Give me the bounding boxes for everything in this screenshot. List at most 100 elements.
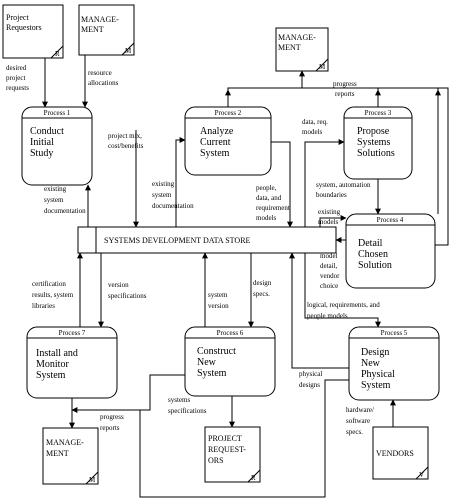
flow-label-data-req-models: data, req. models [302, 118, 328, 136]
process-name-line: Conduct [30, 126, 64, 137]
process-name-line: Current [200, 137, 231, 148]
svg-text:physical: physical [299, 370, 322, 378]
svg-text:boundaries: boundaries [316, 191, 347, 199]
process-5[interactable]: Process 5 Design New Physical System [348, 326, 440, 401]
flow-arrow-logical-req [304, 253, 381, 328]
svg-text:vendor: vendor [320, 272, 340, 280]
svg-text:desired: desired [6, 64, 27, 72]
entity-label-line: REQUEST- [208, 445, 246, 454]
flow-arrow-existing-models [319, 215, 347, 227]
svg-text:specs.: specs. [253, 290, 270, 298]
svg-text:models: models [256, 214, 276, 222]
svg-text:people,: people, [256, 184, 277, 192]
entity-label-line: MANAGE- [278, 33, 316, 42]
process-header: Process 3 [365, 109, 392, 117]
entity-label-line: ORS [208, 456, 224, 465]
svg-text:system, automation: system, automation [316, 181, 371, 189]
flow-label-progress-reports-bottom: progress reports [100, 413, 124, 432]
flow-label-certification: certification results, system libraries [32, 280, 74, 310]
entity-label-line: MENT [278, 43, 301, 52]
svg-text:requests: requests [6, 84, 29, 92]
process-name-line: Solution [358, 260, 392, 271]
process-name-line: System [200, 148, 230, 159]
entity-label-line: MANAGE- [81, 15, 119, 24]
entity-project-requestors-bottom[interactable]: PROJECT REQUEST- ORS R [204, 426, 261, 483]
data-store[interactable]: SYSTEMS DEVELOPMENT DATA STORE [77, 226, 337, 254]
svg-text:data, and: data, and [256, 194, 282, 202]
svg-text:progress: progress [100, 413, 124, 421]
process-name-line: Solutions [357, 148, 395, 159]
entity-management-bottom[interactable]: MANAGE- MENT M [42, 427, 99, 485]
entity-code: R [251, 474, 256, 482]
process-1[interactable]: Process 1 Conduct Initial Study [21, 106, 93, 186]
flow-label-system-version: system version [208, 291, 229, 310]
process-name-line: Study [30, 148, 53, 159]
svg-text:allocations: allocations [88, 79, 119, 87]
svg-text:existing: existing [318, 208, 341, 216]
svg-text:results, system: results, system [32, 291, 74, 299]
flow-arrow-existing-doc-p2 [175, 137, 186, 227]
entity-code: R [55, 50, 60, 58]
svg-text:libraries: libraries [32, 302, 55, 310]
svg-text:design: design [253, 279, 272, 287]
svg-text:project mix,: project mix, [108, 132, 142, 140]
flow-labels: desired project requests resource alloca… [6, 64, 380, 436]
entity-label-line: MENT [46, 449, 69, 458]
entity-label-line: MANAGE- [46, 438, 84, 447]
process-header: Process 4 [377, 216, 404, 224]
entity-management-top-left[interactable]: MANAGE- MENT M [78, 4, 135, 56]
svg-text:detail,: detail, [320, 262, 338, 270]
entity-code: M [89, 476, 96, 484]
svg-text:existing: existing [44, 185, 67, 193]
flow-label-design-specs: design specs. [253, 279, 272, 298]
svg-text:cost/benefits: cost/benefits [108, 142, 144, 150]
process-header: Process 7 [59, 329, 86, 337]
svg-text:version: version [208, 302, 229, 310]
entity-label-line: Requestors [6, 23, 42, 32]
flow-label-existing-models: existing models [318, 208, 341, 226]
flow-arrow-physical-designs [289, 252, 349, 369]
svg-text:progress: progress [333, 80, 357, 88]
flow-label-system-automation: system, automation boundaries [316, 181, 371, 199]
process-7[interactable]: Process 7 Install and Monitor System [26, 326, 118, 399]
flow-lines [42, 55, 449, 498]
entity-vendors[interactable]: VENDORS V [372, 426, 429, 480]
process-name-line: Install and [36, 348, 78, 359]
svg-text:choice: choice [320, 282, 338, 290]
svg-text:data, req.: data, req. [302, 118, 328, 126]
process-header: Process 2 [215, 109, 242, 117]
flow-label-resource-allocations: resource allocations [88, 69, 119, 87]
entity-code: M [319, 63, 326, 71]
process-3[interactable]: Process 3 Propose Systems Solutions [343, 106, 413, 180]
flow-label-physical-designs: physical designs [299, 370, 322, 389]
flow-arrow-people-data [271, 141, 293, 228]
flow-label-logical-req: logical, requirements, and people models [307, 301, 380, 320]
svg-text:models: models [318, 218, 338, 226]
process-name-line: Monitor [36, 359, 69, 370]
svg-text:project: project [6, 74, 25, 82]
svg-text:people models: people models [307, 312, 348, 320]
flow-label-progress-reports-top: progress reports [333, 80, 357, 98]
flow-label-project-mix: project mix, cost/benefits [108, 132, 144, 150]
entity-project-requestors-top[interactable]: Project Requestors R [2, 4, 64, 59]
process-6[interactable]: Process 6 Construct New System [184, 326, 276, 397]
flow-line-p5-progress [139, 379, 349, 498]
svg-text:specifications: specifications [108, 292, 147, 300]
entity-label-line: Project [6, 13, 29, 22]
entity-management-top-right[interactable]: MANAGE- MENT M [275, 27, 329, 72]
entity-code: M [125, 47, 132, 55]
svg-text:system: system [44, 196, 64, 204]
process-header: Process 6 [217, 329, 244, 337]
entity-label-line: PROJECT [208, 434, 242, 443]
svg-text:software: software [346, 417, 370, 425]
flow-label-hardware-software: hardware/ software specs. [346, 406, 374, 436]
entity-label-line: VENDORS [376, 449, 414, 458]
entity-code: V [419, 471, 424, 479]
process-name-line: Detail [358, 238, 383, 249]
process-name-line: Construct [197, 346, 236, 357]
process-4[interactable]: Process 4 Detail Chosen Solution [345, 213, 436, 289]
svg-text:requirement: requirement [256, 204, 290, 212]
process-name-line: Propose [357, 126, 390, 137]
process-2[interactable]: Process 2 Analyze Current System [184, 106, 272, 176]
